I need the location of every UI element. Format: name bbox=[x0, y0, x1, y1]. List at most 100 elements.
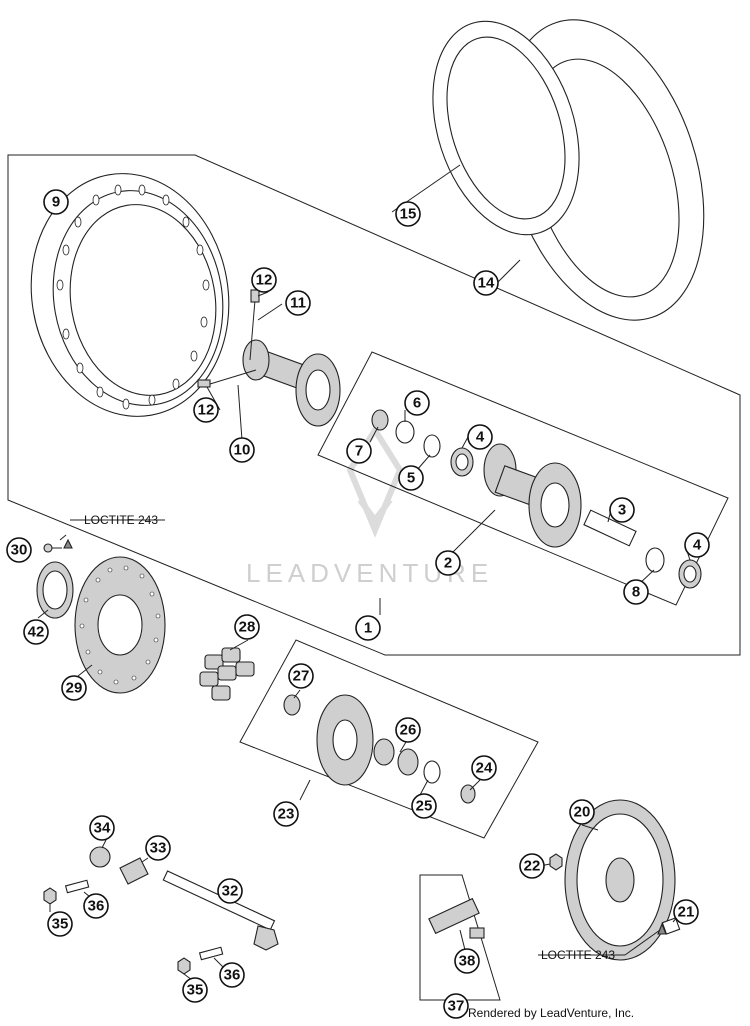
svg-text:32: 32 bbox=[222, 883, 239, 900]
callout-26: 26 bbox=[395, 717, 421, 743]
seal-7 bbox=[371, 409, 389, 431]
svg-text:33: 33 bbox=[150, 840, 167, 857]
callout-37: 37 bbox=[443, 993, 469, 1019]
wheel-hub bbox=[209, 299, 341, 427]
svg-text:25: 25 bbox=[416, 798, 433, 815]
nut-22 bbox=[549, 853, 563, 871]
callout-10: 10 bbox=[229, 437, 255, 463]
svg-text:15: 15 bbox=[400, 206, 417, 223]
callout-1: 1 bbox=[355, 615, 381, 641]
callout-22: 22 bbox=[519, 853, 545, 879]
callout-12b: 12 bbox=[193, 397, 219, 423]
svg-text:4: 4 bbox=[693, 537, 702, 554]
spacer-tube-3 bbox=[583, 509, 637, 547]
callout-36b: 36 bbox=[219, 962, 245, 988]
callout-33: 33 bbox=[145, 835, 171, 861]
loctite-note-top: LOCTITE 243 bbox=[84, 513, 158, 527]
svg-text:27: 27 bbox=[293, 668, 310, 685]
credit-text: Rendered by LeadVenture, Inc. bbox=[468, 1006, 635, 1020]
svg-text:14: 14 bbox=[478, 275, 495, 292]
svg-text:1: 1 bbox=[364, 620, 372, 637]
svg-text:38: 38 bbox=[459, 953, 476, 970]
svg-text:10: 10 bbox=[234, 442, 251, 459]
svg-text:5: 5 bbox=[407, 470, 415, 487]
svg-text:28: 28 bbox=[239, 619, 256, 636]
wheel-assembly-outline bbox=[7, 154, 741, 656]
drive-chain bbox=[428, 897, 485, 939]
callout-28: 28 bbox=[234, 614, 260, 640]
callout-2: 2 bbox=[435, 550, 461, 576]
nipple-bottom bbox=[197, 379, 211, 388]
bolt-36b bbox=[198, 946, 224, 961]
rear-sprocket bbox=[564, 799, 676, 961]
bearing-4a-inner bbox=[455, 453, 469, 471]
svg-text:4: 4 bbox=[476, 429, 485, 446]
nipple-top bbox=[250, 289, 260, 303]
damper-rubbers bbox=[199, 647, 255, 701]
sprocket-carrier-outline bbox=[239, 639, 539, 839]
seal-27 bbox=[283, 694, 301, 716]
callout-27: 27 bbox=[288, 663, 314, 689]
washer-8 bbox=[645, 547, 665, 573]
svg-text:35: 35 bbox=[52, 916, 69, 933]
svg-text:11: 11 bbox=[290, 295, 306, 312]
callout-32: 32 bbox=[217, 878, 243, 904]
circlip-25 bbox=[423, 760, 441, 784]
chain-outline bbox=[419, 874, 501, 1001]
svg-text:9: 9 bbox=[52, 194, 60, 211]
callout-6: 6 bbox=[404, 390, 430, 416]
svg-text:36: 36 bbox=[88, 898, 105, 915]
bearing-4b-inner bbox=[683, 565, 697, 583]
callout-12a: 12 bbox=[251, 267, 277, 293]
loctite-drop-top bbox=[63, 538, 73, 549]
svg-text:12: 12 bbox=[198, 402, 215, 419]
callout-35b: 35 bbox=[182, 977, 208, 1003]
abs-sensor-ring bbox=[36, 561, 74, 619]
svg-text:30: 30 bbox=[11, 542, 28, 559]
callout-9: 9 bbox=[43, 189, 69, 215]
screw-30 bbox=[43, 543, 62, 553]
callout-21: 21 bbox=[673, 899, 699, 925]
bearing-26b bbox=[397, 748, 419, 776]
nut-35b bbox=[177, 957, 191, 975]
loctite-note-bottom: LOCTITE 243 bbox=[541, 948, 615, 962]
svg-text:29: 29 bbox=[66, 680, 83, 697]
svg-text:7: 7 bbox=[355, 443, 363, 460]
callout-14: 14 bbox=[473, 270, 499, 296]
callout-15: 15 bbox=[395, 201, 421, 227]
hub-assembly-outline bbox=[317, 351, 729, 606]
svg-text:2: 2 bbox=[444, 555, 452, 572]
callout-8: 8 bbox=[623, 579, 649, 605]
callout-4a: 4 bbox=[467, 424, 493, 450]
svg-text:21: 21 bbox=[678, 904, 695, 921]
callout-3: 3 bbox=[609, 497, 635, 523]
brake-disc bbox=[74, 556, 166, 694]
callout-38: 38 bbox=[454, 948, 480, 974]
svg-text:6: 6 bbox=[413, 395, 421, 412]
chain-adjuster-33 bbox=[119, 857, 149, 885]
nut-35a bbox=[43, 887, 57, 905]
callout-42: 42 bbox=[23, 619, 49, 645]
svg-text:3: 3 bbox=[618, 502, 626, 519]
svg-text:26: 26 bbox=[400, 722, 417, 739]
spacer-24 bbox=[460, 784, 476, 804]
callout-24: 24 bbox=[471, 755, 497, 781]
circlip-5 bbox=[423, 434, 441, 458]
svg-text:20: 20 bbox=[574, 804, 591, 821]
svg-text:35: 35 bbox=[187, 982, 204, 999]
bolt-36a bbox=[64, 879, 90, 894]
loctite-drop-bottom bbox=[657, 922, 667, 935]
callout-7: 7 bbox=[346, 438, 372, 464]
callout-4b: 4 bbox=[684, 532, 710, 558]
bolt-21 bbox=[661, 917, 681, 935]
callout-34: 34 bbox=[89, 815, 115, 841]
svg-text:23: 23 bbox=[278, 806, 295, 823]
svg-text:24: 24 bbox=[476, 760, 493, 777]
callout-25: 25 bbox=[411, 793, 437, 819]
svg-text:8: 8 bbox=[632, 584, 640, 601]
bearing-26a bbox=[373, 738, 395, 766]
svg-text:12: 12 bbox=[256, 272, 273, 289]
svg-text:42: 42 bbox=[28, 624, 45, 641]
callout-29: 29 bbox=[61, 675, 87, 701]
